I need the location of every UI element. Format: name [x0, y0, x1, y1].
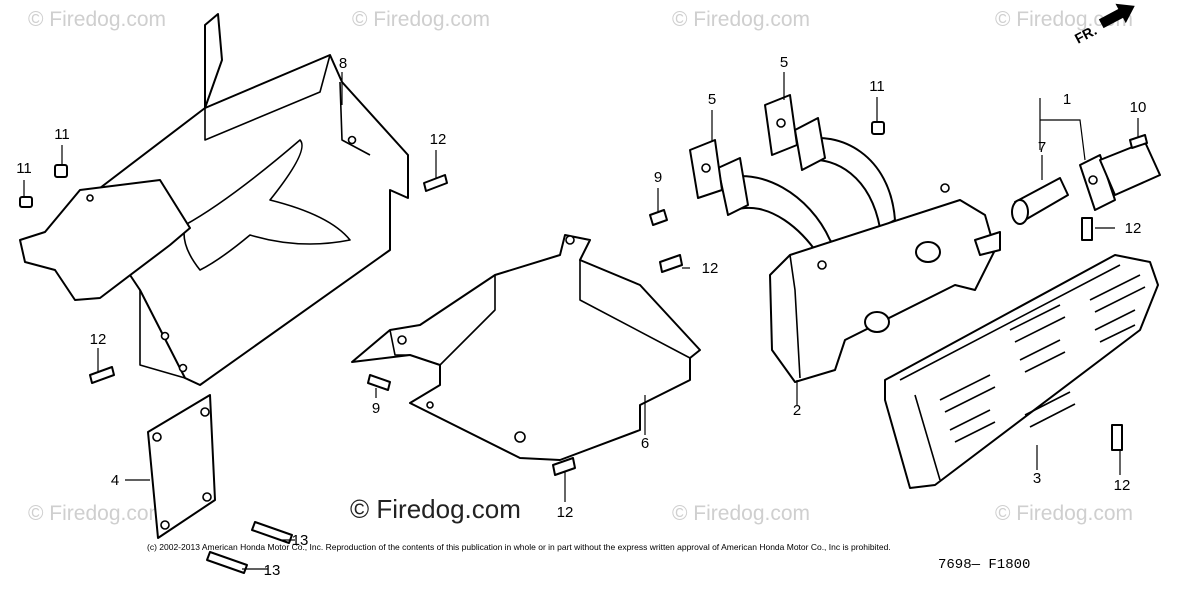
- callout-12: 12: [430, 131, 447, 148]
- callout-9: 9: [654, 169, 662, 186]
- leader-lines: [23, 72, 1139, 570]
- watermark: © Firedog.com: [995, 502, 1133, 525]
- callout-4: 4: [111, 472, 119, 489]
- callout-5: 5: [780, 54, 788, 71]
- callout-12: 12: [90, 331, 107, 348]
- callout-9: 9: [372, 400, 380, 417]
- part-1-tail-pipe: [1079, 141, 1161, 211]
- callout-12: 12: [702, 260, 719, 277]
- watermark: © Firedog.com: [28, 8, 166, 31]
- part-6-muffler-cover: [351, 234, 701, 461]
- callout-numbers: 8 11 11 12 12 4 9 12 9 6 12 5 5 11 2 1 7…: [16, 54, 1146, 579]
- part-8-spark-arrester-screen: [1011, 177, 1069, 225]
- callout-2: 2: [793, 402, 801, 419]
- protector-slots: [939, 274, 1146, 443]
- copyright-notice: (c) 2002-2013 American Honda Motor Co., …: [147, 542, 891, 552]
- fasteners: [19, 121, 1148, 574]
- part-3-muffler-protector: [884, 254, 1159, 489]
- callout-6: 6: [641, 435, 649, 452]
- callout-11: 11: [869, 78, 885, 95]
- part-exhaust-pipes: [689, 94, 896, 276]
- part-2-muffler: [769, 183, 1001, 383]
- callout-10: 10: [1130, 99, 1147, 116]
- watermark: © Firedog.com: [28, 502, 166, 525]
- watermark: © Firedog.com: [672, 8, 810, 31]
- watermark: © Firedog.com: [352, 8, 490, 31]
- callout-13: 13: [292, 532, 309, 549]
- diagram-code: 7698— F1800: [938, 557, 1030, 573]
- watermark-main: © Firedog.com: [350, 494, 521, 524]
- callout-8: 7: [1038, 139, 1046, 156]
- watermark: © Firedog.com: [672, 502, 810, 525]
- callout-3: 3: [1033, 470, 1041, 487]
- callout-5: 5: [708, 91, 716, 108]
- callout-11: 11: [16, 160, 32, 177]
- callout-12: 12: [1125, 220, 1142, 237]
- callout-7: 8: [339, 55, 347, 72]
- callout-13: 13: [264, 562, 281, 579]
- part-4-plate: [147, 394, 216, 539]
- callout-12: 12: [1114, 477, 1131, 494]
- watermark: © Firedog.com: [995, 8, 1133, 31]
- part-7-heat-shield-bracket: [19, 13, 409, 386]
- callout-1: 1: [1063, 91, 1071, 108]
- callout-12: 12: [557, 504, 574, 521]
- callout-11: 11: [54, 126, 70, 143]
